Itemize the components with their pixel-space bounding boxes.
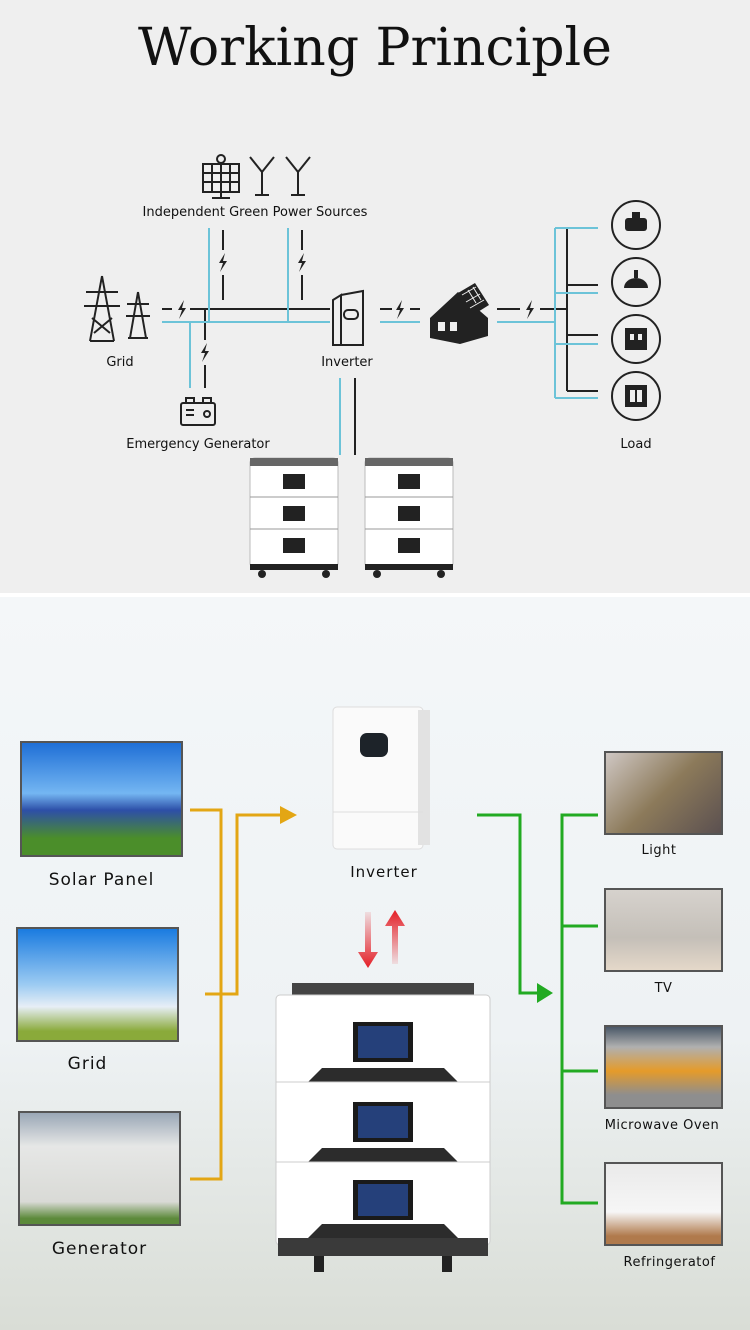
power-tower-icon — [84, 275, 150, 342]
top-wiring-diagram — [84, 154, 661, 578]
generator-photo — [18, 1111, 181, 1226]
charge-arrow-down-icon — [358, 912, 378, 968]
lightning-icon — [178, 300, 186, 319]
refrigerator-photo — [604, 1162, 723, 1246]
tv-photo — [604, 888, 723, 972]
source-label-grid: Grid — [67, 1054, 108, 1074]
load-label-light: Light — [641, 843, 677, 858]
house-icon — [430, 283, 489, 344]
lightning-icon — [526, 300, 534, 319]
battery-stack-small-icon — [249, 457, 454, 578]
load-label-tv: TV — [654, 981, 673, 996]
lightning-icons — [178, 253, 534, 362]
load-label-refrigerator: Refringeratof — [623, 1255, 716, 1270]
load-label-microwave-oven: Microwave Oven — [604, 1118, 720, 1133]
lightning-icon — [298, 253, 306, 272]
inverter-device-image — [332, 706, 430, 850]
discharge-arrow-up-icon — [385, 910, 405, 964]
load-label: Load — [620, 437, 652, 452]
solar-panel-photo — [20, 741, 183, 857]
grid-label: Grid — [106, 355, 134, 370]
arrow-to-loads-icon — [537, 983, 553, 1003]
inverter-label: Inverter — [321, 355, 373, 370]
battery-stack-image — [275, 983, 491, 1272]
solar-panel-icon — [202, 154, 240, 199]
lightning-icon — [396, 300, 404, 319]
lightning-icon — [201, 343, 209, 362]
generator-icon — [180, 397, 216, 426]
source-label-solar: Solar Panel — [48, 870, 155, 890]
microwave-oven-photo — [604, 1025, 723, 1109]
inverter-icon — [332, 289, 364, 346]
inverter-label-bottom: Inverter — [350, 863, 418, 881]
light-photo — [604, 751, 723, 835]
source-label-generator: Generator — [51, 1239, 148, 1259]
page-title: Working Principle — [138, 18, 612, 78]
arrow-to-inverter-icon — [280, 806, 297, 824]
grid-photo — [16, 927, 179, 1042]
emergency-generator-label: Emergency Generator — [126, 437, 270, 452]
wind-turbine-icon — [249, 156, 311, 196]
lightning-icon — [219, 253, 227, 272]
green-sources-label: Independent Green Power Sources — [142, 205, 368, 220]
